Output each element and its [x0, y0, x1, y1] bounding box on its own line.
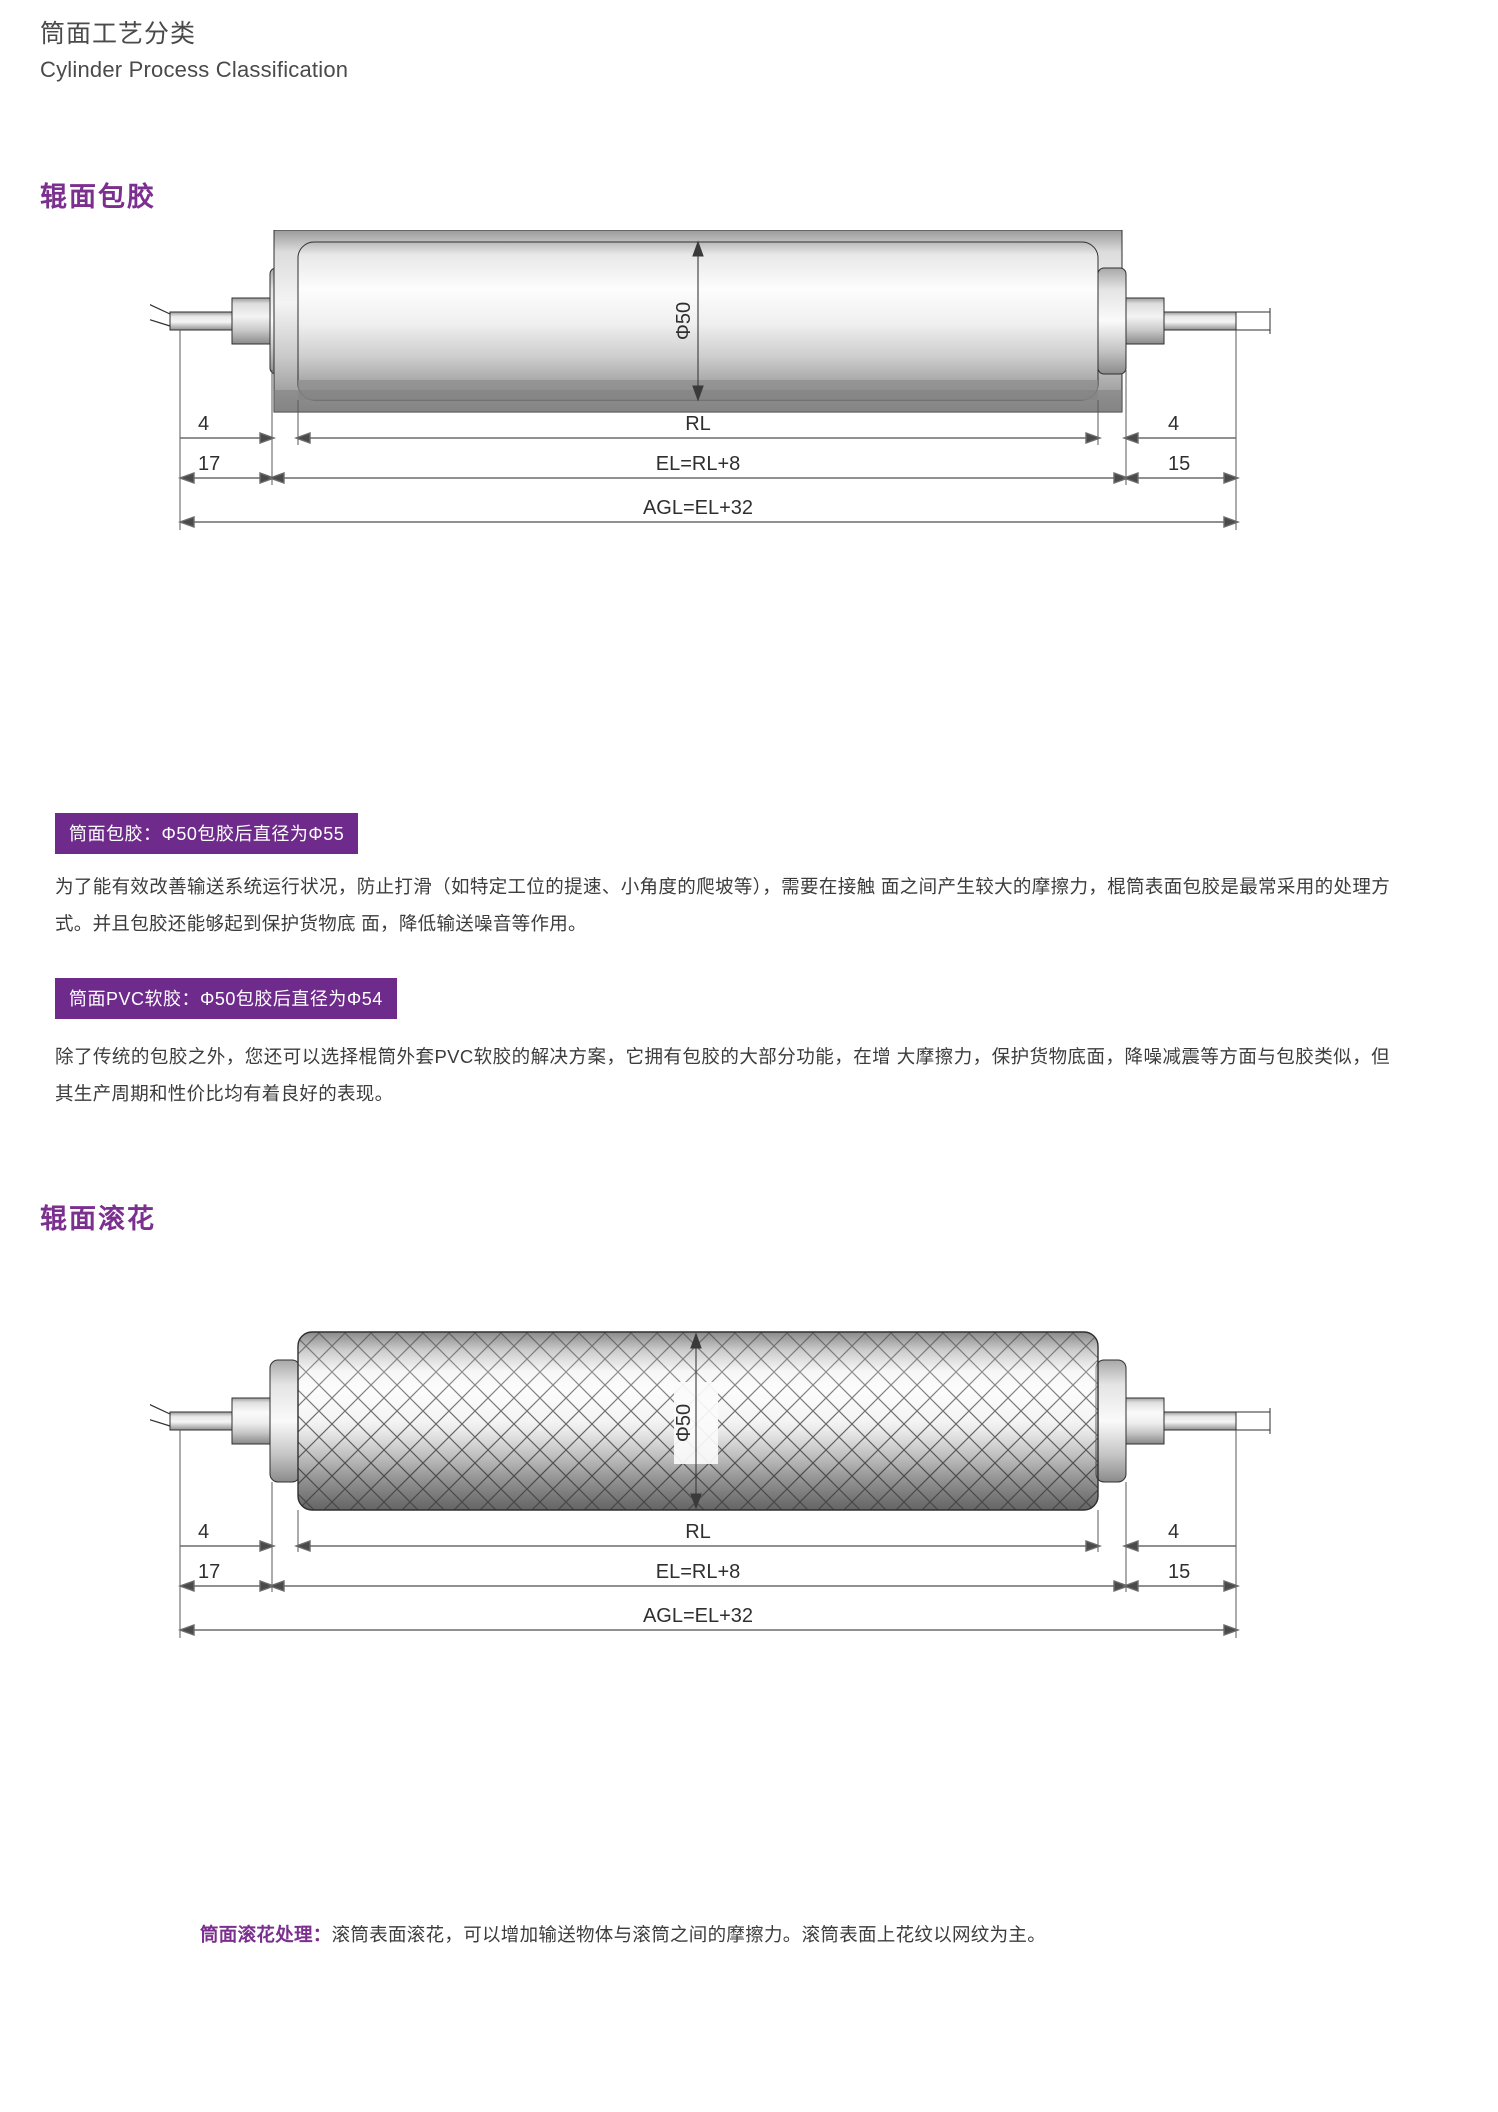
section-heading-knurling: 辊面滚花 [40, 1204, 156, 1234]
diameter-label: Φ50 [673, 302, 695, 340]
roller-drawing-knurled: Φ50 4 RL 4 [150, 1331, 1271, 1638]
caption-knurling: 筒面滚花处理：滚筒表面滚花，可以增加输送物体与滚筒之间的摩擦力。滚筒表面上花纹以… [200, 1918, 1310, 1952]
dim-left-large-1: 17 [198, 453, 220, 475]
paragraph-pvc-soft-coating: 除了传统的包胶之外，您还可以选择棍筒外套PVC软胶的解决方案，它拥有包胶的大部分… [55, 1046, 1390, 1104]
figure-rubber-coated-roller: Φ50 4 RL 4 [150, 230, 1350, 540]
dim-agl-2: AGL=EL+32 [643, 1605, 753, 1627]
page-title-en: Cylinder Process Classification [40, 56, 349, 82]
dim-rl-2: RL [685, 1521, 711, 1543]
banner-rubber-coating: 筒面包胶：Φ50包胶后直径为Φ55 [55, 813, 359, 854]
dim-left-large-2: 17 [198, 1561, 220, 1583]
dim-right-small-1: 4 [1168, 413, 1179, 435]
dim-rl-1: RL [685, 413, 711, 435]
dim-right-large-1: 15 [1168, 453, 1190, 475]
figure-knurled-roller: Φ50 4 RL 4 [150, 1320, 1350, 1650]
page-title-cn: 筒面工艺分类 [40, 20, 197, 48]
section-heading-rubber-coating: 辊面包胶 [40, 182, 156, 212]
caption-knurling-lead: 筒面滚花处理： [200, 1924, 332, 1945]
dim-left-small-1: 4 [198, 413, 209, 435]
caption-knurling-text: 滚筒表面滚花，可以增加输送物体与滚筒之间的摩擦力。滚筒表面上花纹以网纹为主。 [331, 1924, 1047, 1945]
page-header: 筒面工艺分类 Cylinder Process Classification [40, 18, 840, 86]
dim-el-2: EL=RL+8 [656, 1561, 741, 1583]
roller-drawing-rubber: Φ50 4 RL 4 [150, 230, 1271, 530]
dim-right-large-2: 15 [1168, 1561, 1190, 1583]
paragraph-rubber-coating: 为了能有效改善输送系统运行状况，防止打滑（如特定工位的提速、小角度的爬坡等），需… [55, 876, 1390, 934]
dim-el-1: EL=RL+8 [656, 453, 741, 475]
banner-pvc-soft-coating: 筒面PVC软胶：Φ50包胶后直径为Φ54 [55, 978, 397, 1019]
dim-agl-1: AGL=EL+32 [643, 497, 753, 519]
diameter-label-knurl: Φ50 [673, 1404, 695, 1442]
dim-left-small-2: 4 [198, 1521, 209, 1543]
dim-right-small-2: 4 [1168, 1521, 1179, 1543]
